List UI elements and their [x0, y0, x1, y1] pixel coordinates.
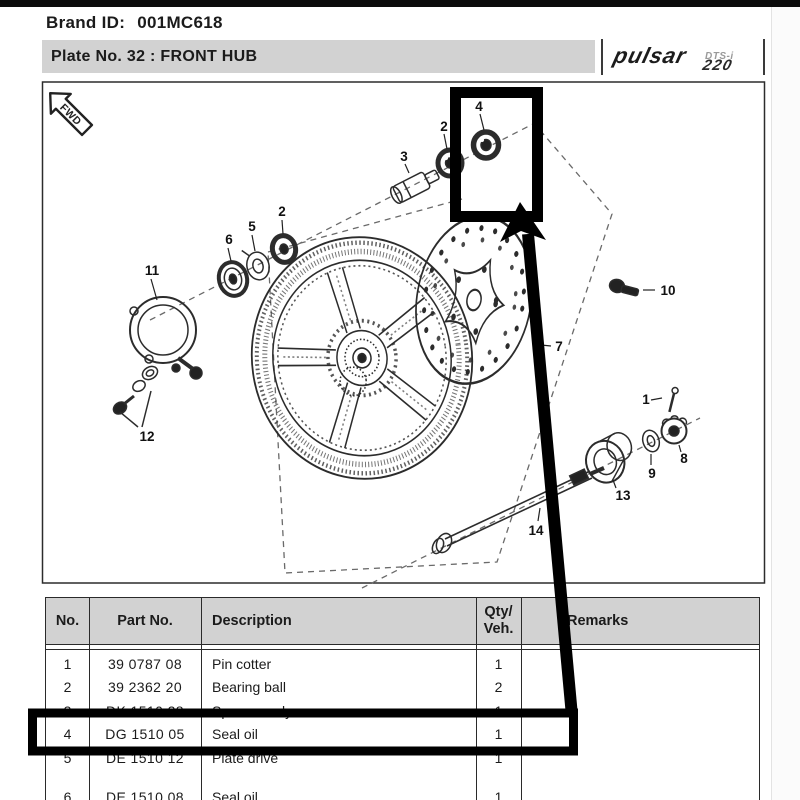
part-2-bearing-left	[269, 233, 299, 265]
part-11-drive-housing	[129, 296, 203, 380]
cell-qty: 1	[494, 788, 503, 800]
part-label-7: 7	[555, 339, 563, 354]
highlight-arrow-shaft	[522, 233, 578, 717]
col-header-part-no: Part No.	[117, 613, 173, 629]
qty-line1: Qty/	[484, 604, 513, 621]
part-label-12: 12	[139, 429, 154, 444]
part-9-washer	[641, 429, 661, 453]
part-label-1: 1	[642, 392, 650, 407]
column-divider	[201, 598, 203, 800]
part-12-bolt-washers	[112, 365, 159, 428]
table-row: 1 39 0787 08 Pin cotter 1	[46, 652, 759, 676]
parts-table: No. Part No. Description Qty/ Veh. Remar…	[45, 597, 760, 800]
brand-id-value: 001MC618	[137, 13, 223, 32]
part-14-axle	[431, 466, 605, 555]
cell-part-no: DG 1510 05	[105, 726, 185, 743]
cell-no: 5	[63, 749, 72, 766]
scan-right-margin	[771, 7, 800, 800]
cell-no: 2	[63, 679, 72, 696]
table-row: 4 DG 1510 05 Seal oil 1	[46, 723, 759, 747]
brand-id-line: Brand ID: 001MC618	[46, 13, 223, 33]
part-label-13: 13	[615, 488, 631, 503]
highlight-box-part-4	[450, 87, 543, 222]
cell-qty: 2	[494, 679, 503, 696]
part-1-pin-cotter	[668, 386, 679, 413]
part-label-8: 8	[680, 451, 688, 466]
table-row: 2 39 2362 20 Bearing ball 2	[46, 676, 759, 700]
highlight-arrow-head	[500, 202, 546, 242]
cell-qty: 1	[494, 655, 503, 672]
exploded-diagram: FWD	[41, 81, 766, 589]
header-double-rule	[46, 644, 759, 650]
logo-separator-right	[763, 39, 765, 75]
part-label-3: 3	[400, 149, 408, 164]
part-10-disc-bolt	[608, 278, 640, 297]
part-8-castle-nut	[660, 415, 688, 445]
column-divider	[521, 598, 523, 800]
qty-line2: Veh.	[483, 621, 514, 637]
cell-description: Seal oil	[212, 726, 258, 743]
cell-no: 4	[63, 726, 72, 743]
cell-description: Bearing ball	[212, 679, 286, 696]
scan-top-edge-bar	[0, 0, 800, 7]
part-label-10: 10	[660, 283, 675, 298]
part-label-6: 6	[225, 232, 233, 247]
col-header-qty-veh: Qty/ Veh.	[476, 604, 521, 637]
part-13-spacer-sleeve	[585, 432, 633, 484]
assembly-axis-lines	[149, 121, 701, 589]
pulsar-logo-dtsi: DTS-i	[705, 51, 734, 62]
brake-disc	[415, 215, 533, 385]
cell-part-no: 39 2362 20	[107, 679, 183, 696]
col-header-remarks: Remarks	[567, 613, 629, 629]
cell-qty: 1	[494, 726, 503, 743]
brand-id-label: Brand ID:	[46, 13, 126, 32]
col-header-no: No.	[55, 613, 80, 629]
part-5-plate	[241, 249, 270, 281]
col-header-description: Description	[212, 613, 292, 629]
part-label-14: 14	[528, 523, 544, 538]
logo-separator-left	[601, 39, 603, 75]
part-3-spacer	[389, 169, 440, 205]
cell-no: 6	[63, 788, 72, 800]
plate-title-bar: Plate No. 32 : FRONT HUB	[42, 40, 595, 73]
part-6-seal	[216, 260, 250, 298]
cell-qty: 1	[494, 749, 503, 766]
part-label-4: 4	[475, 99, 483, 114]
column-divider	[476, 598, 478, 800]
cell-description: Pin cotter	[212, 655, 272, 672]
column-divider	[89, 598, 91, 800]
part-label-11: 11	[145, 263, 160, 278]
part-label-5: 5	[248, 219, 256, 234]
pulsar-logo: pulsar DTS-i 220	[608, 40, 760, 74]
part-label-2b: 2	[278, 204, 286, 219]
table-header-row: No. Part No. Description Qty/ Veh. Remar…	[46, 598, 759, 644]
front-wheel	[250, 236, 474, 480]
cell-part-no: 39 0787 08	[107, 655, 183, 672]
part-label-2a: 2	[440, 119, 448, 134]
part-label-9: 9	[648, 466, 656, 481]
cell-no: 1	[63, 655, 72, 672]
part-4-seal-oil	[470, 129, 502, 161]
highlight-box-row-4	[28, 708, 578, 756]
part-callouts: 11 12 6 5 2 3 2 4 7 10 1 8 9 13 14	[139, 99, 688, 538]
cell-part-no: DE 1510 08	[106, 788, 184, 800]
cell-description: Seal oil	[212, 788, 258, 800]
table-row: 6 DE 1510 08 Seal oil 1	[46, 783, 759, 800]
diagram-frame	[41, 81, 766, 584]
